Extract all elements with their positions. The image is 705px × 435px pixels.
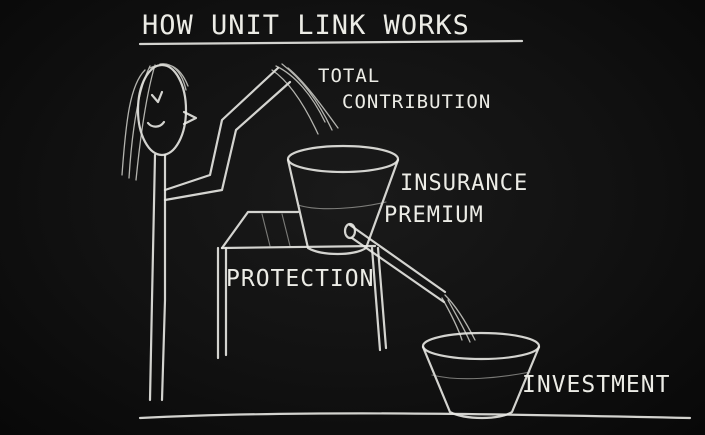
insurance-premium-label-2: PREMIUM: [384, 203, 484, 228]
protection-label: PROTECTION: [226, 266, 374, 292]
protection-table-leg-left: [216, 246, 228, 360]
figure-nose: [182, 110, 198, 126]
contribution-stream: [271, 63, 339, 135]
investment-bucket-rim: [421, 331, 541, 361]
pipe-top-edge: [348, 223, 447, 294]
ground-line: [138, 412, 692, 420]
pipe-mouth: [343, 222, 357, 240]
premium-bucket-level: [297, 201, 387, 210]
figure-eye: [150, 90, 164, 104]
title-underline: [138, 39, 524, 46]
figure-arm-lower: [163, 80, 292, 202]
protection-table-grain: [261, 213, 291, 247]
protection-table-leg-right: [370, 246, 388, 352]
protection-table-back: [220, 210, 300, 250]
figure-body-back: [160, 153, 167, 402]
premium-bucket-rim: [286, 144, 400, 174]
stick-figure: [121, 63, 292, 402]
investment-bucket-body: [421, 345, 541, 420]
figure-body: [148, 153, 157, 402]
protection-table-top: [220, 244, 377, 250]
figure-arm-upper: [163, 66, 280, 192]
investment-label: INVESTMENT: [522, 372, 670, 398]
pipe-bottom-edge: [350, 236, 446, 304]
total-contribution-label-2: CONTRIBUTION: [342, 91, 491, 113]
investment-bucket-level: [431, 371, 531, 380]
premium-bucket: [286, 144, 400, 256]
total-contribution-label-1: TOTAL: [318, 65, 380, 87]
diagram-title: HOW UNIT LINK WORKS: [142, 10, 470, 41]
figure-mouth: [146, 120, 166, 128]
investment-stream: [441, 294, 476, 343]
investment-bucket: [421, 331, 541, 420]
protection-table: [216, 210, 388, 360]
figure-hair: [121, 63, 189, 181]
insurance-premium-label-1: INSURANCE: [400, 171, 528, 196]
